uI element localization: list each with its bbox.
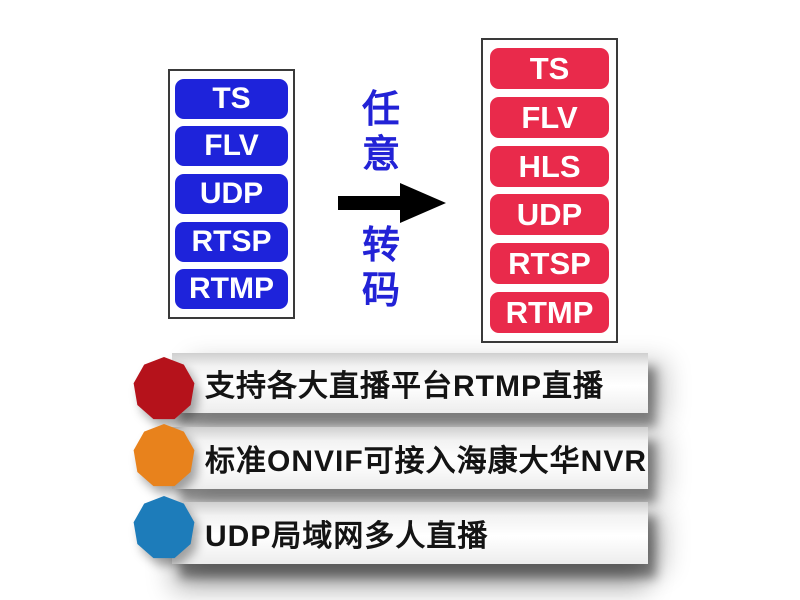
feature-text: 支持各大直播平台RTMP直播 — [205, 370, 604, 403]
feature-banner: UDP局域网多人直播 — [172, 502, 648, 564]
format-chip: HLS — [490, 145, 609, 187]
transcode-char: 意 — [361, 134, 400, 176]
octagon-badge-icon — [133, 496, 195, 560]
octagon-badge-icon — [133, 424, 195, 488]
format-chip: TS — [175, 78, 288, 119]
source-formats-box: TS FLV UDP RTSP RTMP — [168, 69, 295, 319]
format-chip: RTSP — [175, 221, 288, 262]
feature-text: UDP局域网多人直播 — [205, 520, 489, 553]
octagon-badge-icon — [133, 357, 195, 421]
format-chip: RTMP — [490, 292, 609, 334]
format-chip: FLV — [490, 96, 609, 138]
format-chip: UDP — [490, 194, 609, 236]
feature-banner: 支持各大直播平台RTMP直播 — [172, 353, 648, 413]
transcode-label-top: 任 意 — [352, 88, 410, 178]
transcode-char: 任 — [361, 89, 400, 131]
feature-text: 标准ONVIF可接入海康大华NVR — [205, 445, 648, 478]
feature-banner: 标准ONVIF可接入海康大华NVR — [172, 427, 648, 489]
transcode-char: 转 — [361, 225, 400, 267]
format-chip: UDP — [175, 173, 288, 214]
transcode-char: 码 — [361, 270, 400, 312]
format-chip: RTSP — [490, 243, 609, 285]
format-chip: TS — [490, 47, 609, 89]
transcode-label-bottom: 转 码 — [352, 224, 410, 314]
format-chip: RTMP — [175, 269, 288, 310]
target-formats-box: TS FLV HLS UDP RTSP RTMP — [481, 38, 618, 343]
format-chip: FLV — [175, 126, 288, 167]
arrow-right-icon — [336, 180, 448, 226]
